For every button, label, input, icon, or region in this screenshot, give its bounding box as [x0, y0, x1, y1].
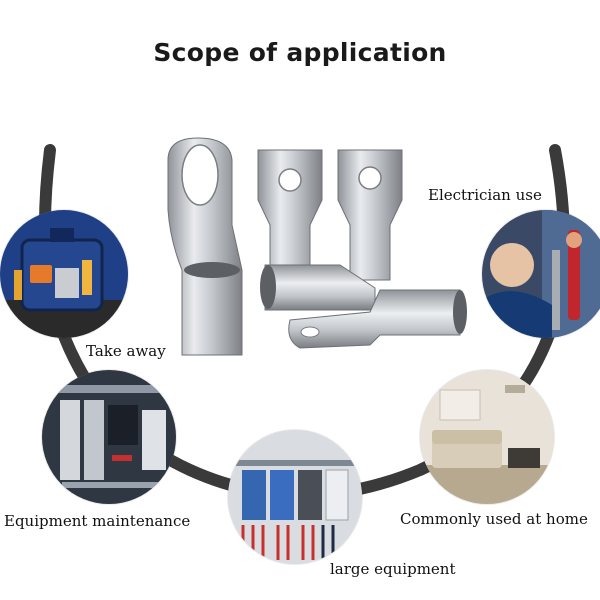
page-title: Scope of application — [153, 38, 447, 67]
take-away-image — [0, 210, 128, 338]
label-home-use: Commonly used at home — [400, 510, 588, 528]
home-use-image — [420, 370, 554, 504]
equipment-maintenance-image — [42, 370, 176, 504]
label-take-away: Take away — [86, 342, 166, 360]
label-equipment-maintenance: Equipment maintenance — [4, 512, 191, 530]
cable-lugs-image — [167, 137, 467, 356]
electrician-use-image — [482, 210, 600, 338]
label-large-equipment: large equipment — [330, 560, 456, 578]
label-electrician-use: Electrician use — [428, 186, 542, 204]
large-equipment-image — [228, 430, 362, 564]
